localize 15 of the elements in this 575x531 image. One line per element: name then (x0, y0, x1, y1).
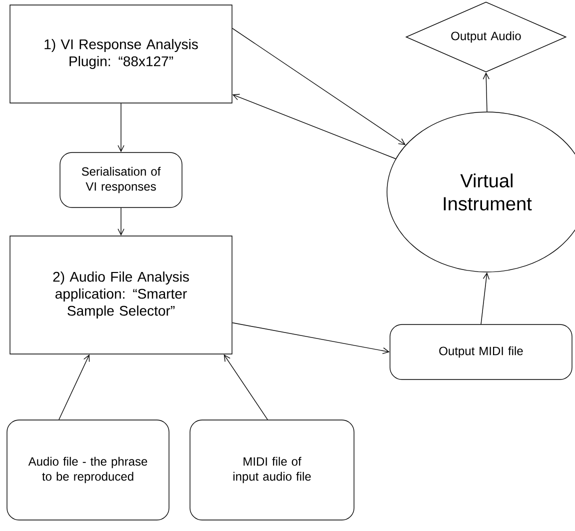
arrow (118, 208, 124, 236)
arrow (232, 28, 406, 145)
arrow (232, 322, 390, 354)
input-box: Audio file - the phrase to be reproduced (6, 420, 170, 520)
output-box: Output MIDI file (390, 324, 572, 380)
arrow (480, 272, 490, 324)
arrow (118, 103, 124, 152)
arrow (58, 354, 90, 420)
arrow (482, 72, 490, 112)
input-box: MIDI file of input audio file (190, 420, 354, 520)
arrow (224, 354, 268, 420)
process-box: 1) VI Response Analysis Plugin: “88x127” (10, 4, 232, 104)
process-box: 2) Audio File Analysis application: “Smarter Sample Selector” (10, 236, 232, 354)
process-box: Serialisation of VI responses (60, 152, 182, 208)
arrow (232, 94, 396, 160)
